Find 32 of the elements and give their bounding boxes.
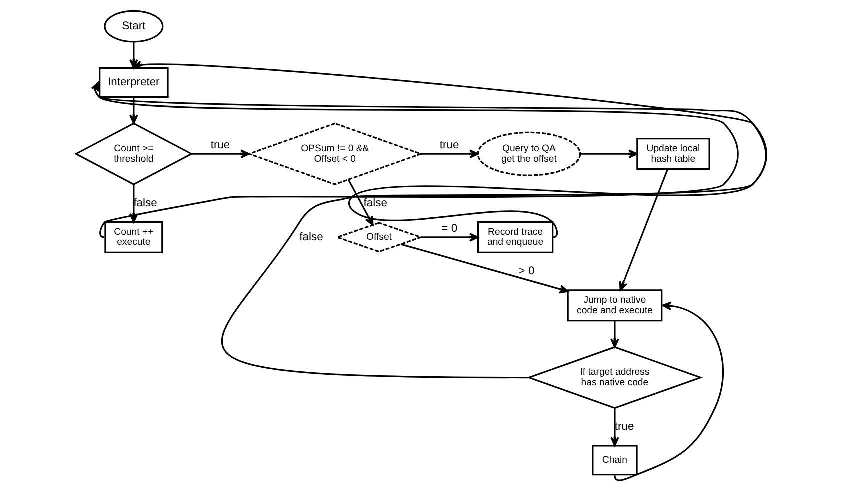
edge-label: true (614, 421, 634, 434)
arrow (91, 82, 767, 379)
arrow (610, 408, 620, 447)
node-box: Interpreter (99, 68, 169, 98)
node-box: Update local hash table (636, 138, 710, 170)
arrow (619, 169, 669, 292)
arrow (133, 60, 767, 238)
edge-label: true (440, 140, 460, 152)
node-diamond: Count >= threshold (74, 122, 194, 186)
arrow (610, 321, 620, 348)
node-diamond: If target address has native code (526, 346, 704, 410)
arrow (580, 150, 638, 158)
node-ellipse: Query to QA get the offset (477, 132, 582, 176)
edge-label: > 0 (518, 266, 535, 278)
arrow (192, 150, 250, 158)
node-box: Chain (592, 445, 638, 476)
arrow (421, 150, 479, 158)
edge-label: false (300, 231, 324, 244)
node-ellipse: Start (104, 10, 164, 43)
edge-label: true (210, 140, 230, 152)
arrow (91, 82, 739, 238)
edge-label: false (134, 197, 158, 210)
arrow (130, 97, 138, 124)
edge-label: false (364, 197, 388, 210)
arrow (400, 244, 569, 294)
node-box: Jump to native code and execute (567, 290, 663, 322)
node-box: Record trace and enqueue (477, 221, 554, 254)
edge-label: = 0 (442, 223, 458, 236)
node-box: Count ++ execute (104, 221, 164, 254)
arrow (421, 233, 479, 242)
arrow (614, 302, 724, 482)
node-diamond: OPSum != 0 && Offset < 0 (246, 122, 424, 186)
